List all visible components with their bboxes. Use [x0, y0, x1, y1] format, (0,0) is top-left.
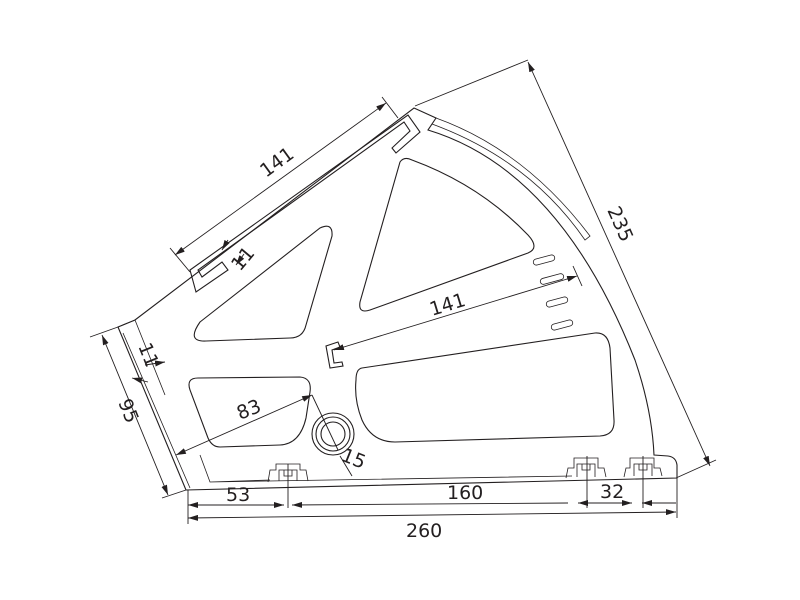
- dim-end-mount: 32: [600, 481, 624, 503]
- dim-total-width: 260: [406, 520, 442, 542]
- top-rail-channel: [189, 114, 421, 293]
- cutout-right-large: [355, 332, 615, 443]
- cutout-top-triangle: [359, 157, 535, 312]
- dimension-lines: [89, 59, 717, 524]
- dim-hole-diameter: 15: [338, 444, 369, 473]
- dim-top-rail-length: 141: [256, 143, 298, 182]
- dim-hole-offset: 83: [234, 395, 265, 424]
- bottom-rail: [199, 454, 573, 483]
- dim-top-rail-width: 11: [227, 243, 259, 276]
- dim-left-rail-width: 11: [133, 340, 162, 371]
- dim-inner-radius: 141: [427, 289, 468, 321]
- cutout-left-triangle: [193, 225, 333, 342]
- dim-mount-spacing: 160: [447, 482, 483, 504]
- bracket-outline: [117, 107, 678, 491]
- mounting-hole: [311, 412, 355, 456]
- mount-clips: [267, 457, 663, 483]
- clip-tab: [325, 341, 344, 369]
- dim-first-mount: 53: [226, 484, 250, 506]
- edge-rib: [431, 117, 591, 241]
- slots: [532, 254, 574, 331]
- dim-left-height: 95: [113, 396, 142, 427]
